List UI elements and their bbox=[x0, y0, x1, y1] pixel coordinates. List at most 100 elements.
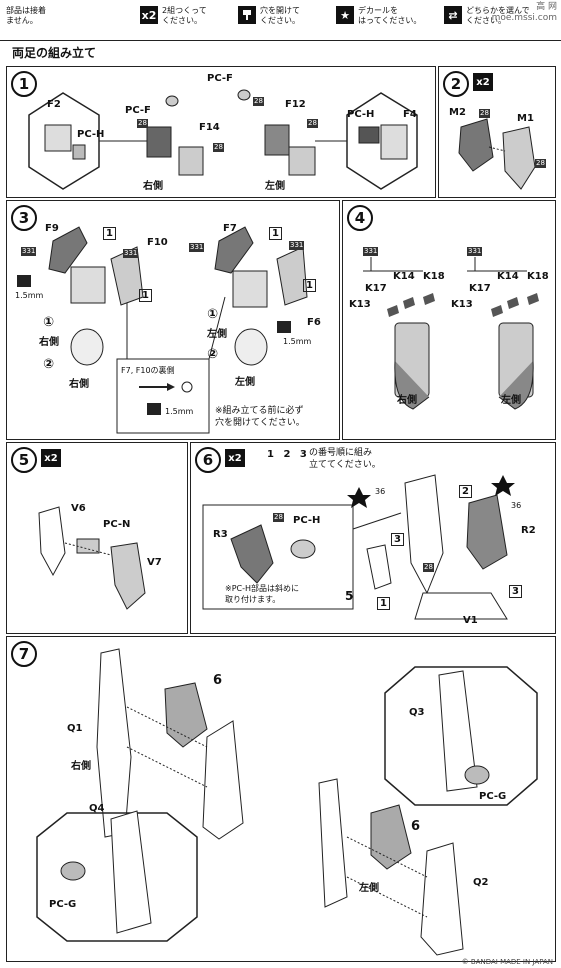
watermark-line2: moe.mssi.com bbox=[491, 13, 557, 23]
step-7-panel: 7 6 Q1 右側 Q3 PC-G Q4 PC-G 6 左側 Q2 bbox=[6, 636, 556, 962]
step-2-art bbox=[458, 118, 536, 190]
order-instruction: の番号順に組み 立ててください。 bbox=[309, 448, 381, 470]
legend-decal: ★ デカールを はってください。 bbox=[336, 6, 421, 34]
right-side-label: 右側 bbox=[143, 181, 163, 192]
part-f12: F12 bbox=[285, 99, 306, 110]
sub-step-1: 1 bbox=[269, 227, 282, 240]
step-3-panel: 3 F9 F10 F7 F6 1.5mm 1.5mm 1.5mm ① ② ① ②… bbox=[6, 200, 340, 440]
step-6-reference: 6 bbox=[213, 673, 223, 688]
part-k14: K14 bbox=[393, 271, 415, 282]
part-pc-g: PC-G bbox=[479, 791, 507, 802]
sub-step-2: 2 bbox=[459, 485, 472, 498]
sub-step-3: 3 bbox=[391, 533, 404, 546]
part-pc-f: PC-F bbox=[125, 105, 151, 116]
copyright-footer: © BANDAI MADE IN JAPAN bbox=[461, 958, 553, 966]
step-5-art bbox=[38, 506, 146, 610]
left-side-label: 左側 bbox=[501, 395, 521, 406]
part-k17: K17 bbox=[365, 283, 387, 294]
part-f6: F6 bbox=[307, 317, 321, 328]
drill-size-label: 1.5mm bbox=[283, 337, 312, 346]
drill-warning: ※組み立てる前に必ず 穴を開けてください。 bbox=[215, 406, 305, 428]
legend-drill: 穴を開けて ください。 bbox=[238, 6, 300, 34]
step-5-reference: 5 bbox=[345, 589, 354, 603]
decal-number-tag: 28 bbox=[479, 109, 490, 118]
legend-no-glue-text: 部品は接着 ません。 bbox=[6, 6, 46, 25]
watermark-line1: 高 网 bbox=[536, 2, 557, 12]
drill-icon bbox=[238, 6, 256, 24]
part-f7: F7 bbox=[223, 223, 237, 234]
part-k14: K14 bbox=[497, 271, 519, 282]
legend-choose-text: どちらかを選んで ください。 bbox=[466, 6, 530, 25]
right-side-label: 右側 bbox=[69, 379, 89, 390]
part-q1: Q1 bbox=[67, 723, 83, 734]
sub-step-1: 1 bbox=[377, 597, 390, 610]
sub-step-1: 1 bbox=[139, 289, 152, 302]
step-3-art bbox=[17, 226, 308, 434]
decal-number-tag: 28 bbox=[253, 97, 264, 106]
part-k18: K18 bbox=[423, 271, 445, 282]
decal-number-tag: 331 bbox=[21, 247, 37, 256]
part-pc-h: PC-H bbox=[347, 109, 375, 120]
part-f9: F9 bbox=[45, 223, 59, 234]
part-f14: F14 bbox=[199, 122, 220, 133]
part-r2: R2 bbox=[521, 525, 536, 536]
step-number: 7 bbox=[11, 641, 37, 667]
decal-number-tag: 28 bbox=[213, 143, 224, 152]
left-side-label: 左側 bbox=[359, 883, 379, 894]
decal-number-tag: 28 bbox=[423, 563, 434, 572]
decal-number-tag: 331 bbox=[363, 247, 379, 256]
drill-size-label: 1.5mm bbox=[15, 291, 44, 300]
right-side-label: 右側 bbox=[39, 337, 59, 348]
step-number: 6 bbox=[195, 447, 221, 473]
part-k18: K18 bbox=[527, 271, 549, 282]
part-pc-f: PC-F bbox=[207, 73, 233, 84]
part-pc-g: PC-G bbox=[49, 899, 77, 910]
decal-number-tag: 331 bbox=[189, 243, 205, 252]
drill-size-label: 1.5mm bbox=[165, 407, 194, 416]
x2-badge: x2 bbox=[140, 6, 158, 24]
decal-number: 36 bbox=[375, 487, 386, 496]
step-number: 2 bbox=[443, 71, 469, 97]
legend-no-glue: 部品は接着 ません。 bbox=[6, 6, 46, 34]
order-circle-1: ① bbox=[43, 315, 55, 330]
order-circle-2: ② bbox=[43, 357, 55, 372]
step-2-panel: 2 x2 M2 M1 28 28 bbox=[438, 66, 556, 198]
legend-bar: 部品は接着 ません。 x2 2組つくって ください。 穴を開けて ください。 ★… bbox=[0, 0, 561, 40]
step-4-art bbox=[363, 257, 539, 410]
part-k17: K17 bbox=[469, 283, 491, 294]
right-side-label: 右側 bbox=[71, 761, 91, 772]
step-6-panel: 6 x2 1 2 3 の番号順に組み 立ててください。 R3 PC-H R2 V… bbox=[190, 442, 556, 634]
sub-step-3: 3 bbox=[509, 585, 522, 598]
decal-number-tag: 331 bbox=[289, 241, 305, 250]
legend-make-two-text: 2組つくって ください。 bbox=[162, 6, 207, 25]
section-title: 両足の組み立て bbox=[12, 46, 97, 60]
part-v7: V7 bbox=[147, 557, 162, 568]
part-m1: M1 bbox=[517, 113, 534, 124]
step-number: 4 bbox=[347, 205, 373, 231]
part-v6: V6 bbox=[71, 503, 86, 514]
part-k13: K13 bbox=[349, 299, 371, 310]
part-f10: F10 bbox=[147, 237, 168, 248]
part-r3: R3 bbox=[213, 529, 228, 540]
order-sequence: 1 2 3 bbox=[267, 449, 310, 460]
x2-badge: x2 bbox=[473, 73, 493, 91]
decal-number-tag: 331 bbox=[467, 247, 483, 256]
order-circle-1: ① bbox=[207, 307, 219, 322]
step-7-art bbox=[36, 648, 538, 956]
part-pc-h: PC-H bbox=[77, 129, 105, 140]
x2-badge: x2 bbox=[41, 449, 61, 467]
step-number: 5 bbox=[11, 447, 37, 473]
step-number: 1 bbox=[11, 71, 37, 97]
left-side-label: 左側 bbox=[207, 329, 227, 340]
step-1-art bbox=[28, 89, 418, 190]
legend-choose: ⇄ どちらかを選んで ください。 bbox=[444, 6, 530, 34]
decal-number-tag: 28 bbox=[137, 119, 148, 128]
part-q3: Q3 bbox=[409, 707, 425, 718]
order-circle-2: ② bbox=[207, 347, 219, 362]
left-side-label: 左側 bbox=[265, 181, 285, 192]
inset-caption: F7, F10の裏側 bbox=[121, 366, 175, 375]
part-f2: F2 bbox=[47, 99, 61, 110]
part-k13: K13 bbox=[451, 299, 473, 310]
part-pc-n: PC-N bbox=[103, 519, 131, 530]
decal-number-tag: 28 bbox=[273, 513, 284, 522]
